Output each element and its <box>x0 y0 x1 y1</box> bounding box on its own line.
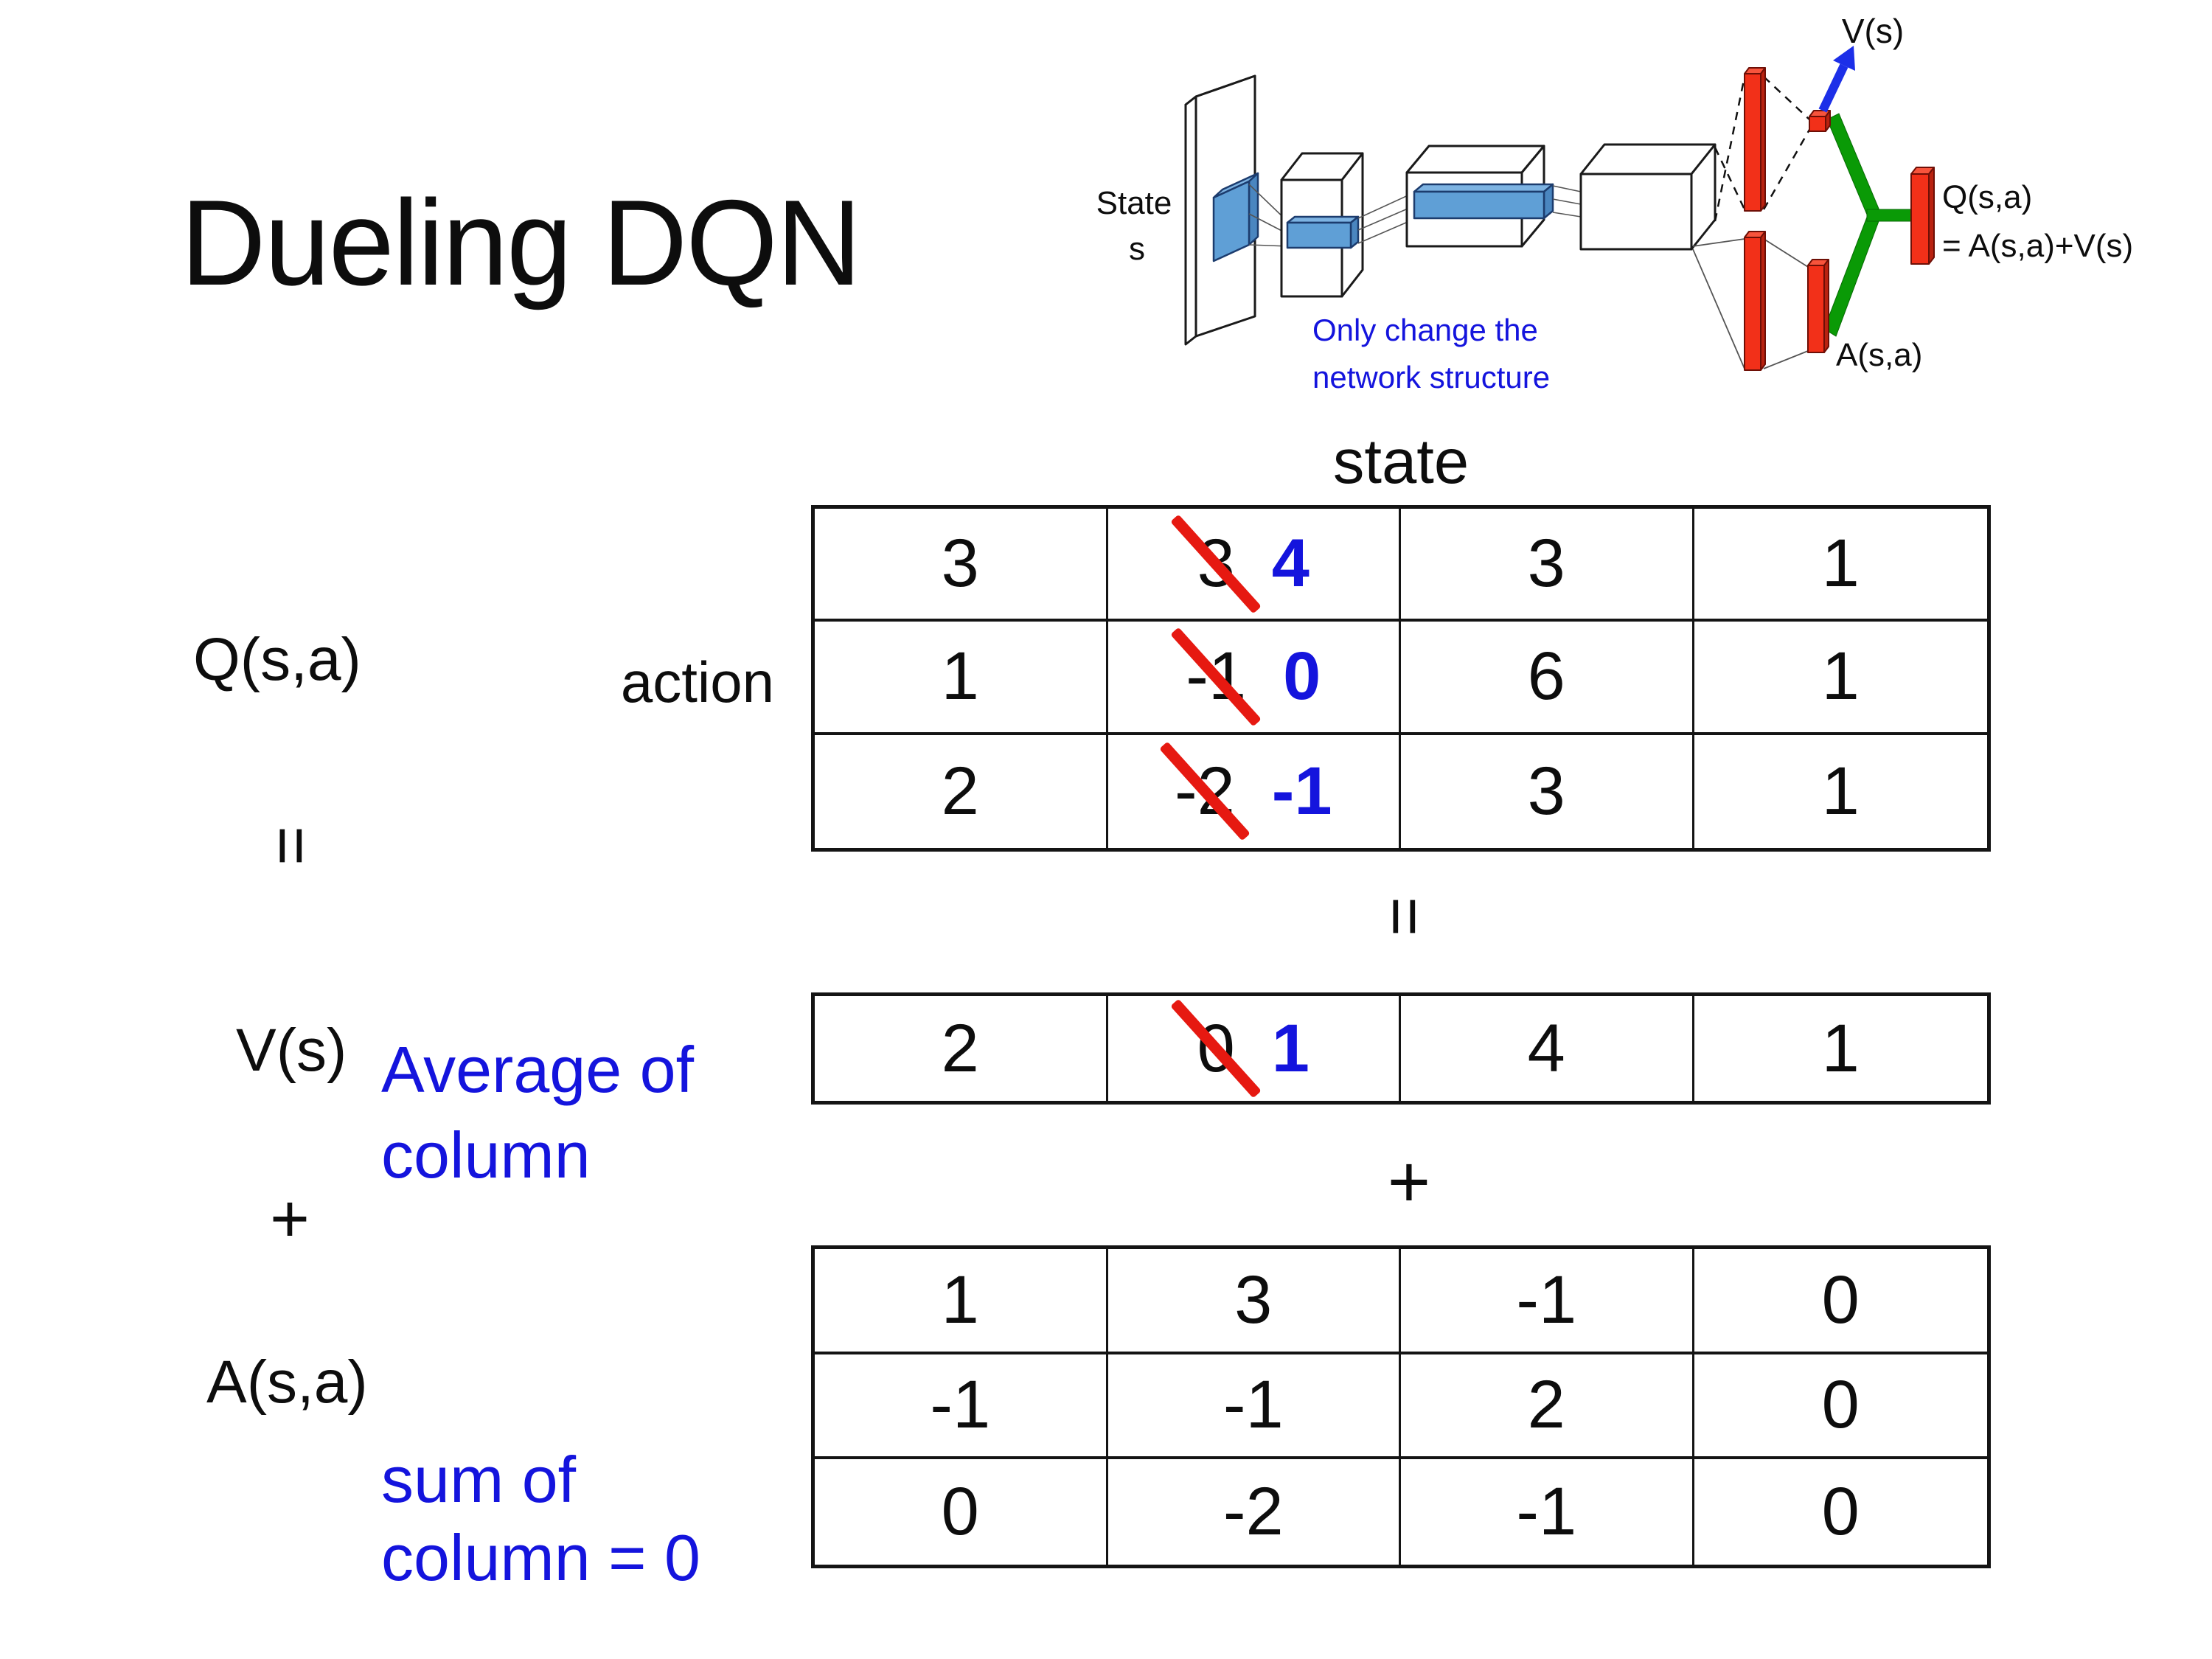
q-output-bar <box>1910 167 1935 265</box>
matrix-cell: -10 <box>1107 622 1401 735</box>
action-label: action <box>620 650 774 714</box>
merge-connector <box>1823 113 1912 337</box>
matrix-cell: 0 <box>815 1459 1108 1565</box>
matrix-cell: -1 <box>1401 1249 1694 1354</box>
center-equals: = <box>1367 897 1443 936</box>
dueling-network-diagram: State s V(s) Q(s,a) = A(s,a)+V(s) A(s,a)… <box>1096 12 2134 394</box>
matrix-cell: -2-1 <box>1108 734 1401 848</box>
diagram-state-s: s <box>1129 231 1145 267</box>
avg-note-line2: column <box>381 1119 591 1192</box>
advantage-fc-bar <box>1744 231 1766 371</box>
replacement-value: 0 <box>1283 639 1321 714</box>
matrix-cell: 2 <box>815 734 1108 848</box>
matrix-cell: 3 <box>1107 1249 1401 1354</box>
matrix-cell: 3 <box>1401 734 1694 848</box>
diagram-state-label: State <box>1096 185 1172 221</box>
v-label: V(s) <box>236 1017 347 1084</box>
sum-note-line1: sum of <box>381 1443 577 1516</box>
state-value-matrix: 2014 1 <box>811 992 1991 1105</box>
feature-bar-1 <box>1286 215 1360 249</box>
replacement-value: 4 <box>1271 526 1310 602</box>
matrix-cell: 1 <box>815 1249 1108 1354</box>
advantage-stream-lines <box>1692 238 1809 369</box>
matrix-cell: 1 <box>1821 753 1860 829</box>
matrix-cell: 34 <box>1107 509 1401 622</box>
a-label: A(s,a) <box>206 1349 368 1416</box>
diagram-note-line1: Only change the <box>1312 313 1538 347</box>
matrix-cell: 0 <box>1821 1474 1860 1550</box>
matrix-cell: 1 <box>1694 622 1987 735</box>
matrix-cell: -1 <box>1107 1354 1401 1460</box>
matrix-cell: 1 <box>1694 509 1987 622</box>
matrix-cell: -1 <box>815 1354 1108 1460</box>
matrix-cell: 1 <box>815 622 1108 735</box>
sum-note-line2: column = 0 <box>381 1521 700 1594</box>
matrix-cell: 3 <box>815 509 1108 622</box>
matrix-cell: 4 <box>1401 996 1694 1101</box>
matrix-cell: -2 <box>1108 1459 1401 1565</box>
diagram-a-label: A(s,a) <box>1836 337 1922 373</box>
feature-bar-2 <box>1413 183 1554 220</box>
state-header: state <box>1332 427 1470 497</box>
value-fc-bar <box>1744 67 1766 212</box>
matrix-cell: 3 <box>1401 509 1694 622</box>
v-scalar-node <box>1809 110 1831 132</box>
matrix-cell: 6 <box>1401 622 1694 735</box>
matrix-cell: 2 <box>815 996 1108 1101</box>
slide-title: Dueling DQN <box>181 175 861 310</box>
matrix-cell: 0 <box>1694 1354 1987 1460</box>
avg-note-line1: Average of <box>381 1033 695 1106</box>
a-vector-node <box>1807 259 1829 353</box>
conv-box-3 <box>1579 143 1717 251</box>
left-plus: + <box>270 1180 310 1256</box>
matrix-cell: 0 <box>1694 1249 1987 1354</box>
matrix-cell: 1 <box>1821 1010 1860 1086</box>
q-label: Q(s,a) <box>193 626 361 693</box>
diagram-v-label: V(s) <box>1842 12 1904 50</box>
v-arrow-icon <box>1818 46 1855 113</box>
center-plus: + <box>1387 1140 1431 1223</box>
left-equals: = <box>254 826 330 866</box>
diagram-q-label-line2: = A(s,a)+V(s) <box>1942 228 2133 264</box>
diagram-note-line2: network structure <box>1312 360 1550 394</box>
projection-lines-2 <box>1357 192 1413 244</box>
value-stream-dashed-lines <box>1714 76 1811 222</box>
matrix-cell: 2 <box>1401 1354 1694 1460</box>
matrix-cell: 01 <box>1108 996 1401 1101</box>
matrix-cell: -1 <box>1401 1459 1694 1565</box>
replacement-value: 1 <box>1271 1010 1310 1086</box>
diagram-q-label-line1: Q(s,a) <box>1942 179 2032 215</box>
replacement-value: -1 <box>1271 753 1332 829</box>
projection-lines-3 <box>1552 185 1582 218</box>
